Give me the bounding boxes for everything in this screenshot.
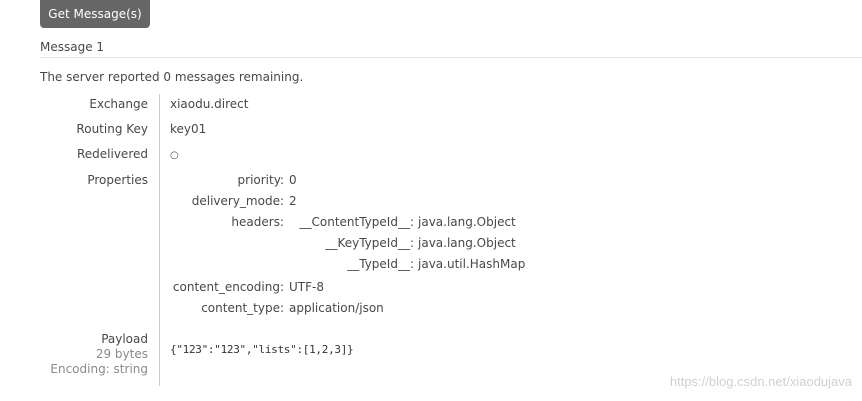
exchange-label: Exchange	[89, 97, 148, 111]
server-summary: The server reported 0 messages remaining…	[40, 70, 303, 84]
payload-content: {"123":"123","lists":[1,2,3]}	[170, 343, 354, 356]
property-content-type-value: application/json	[289, 301, 384, 315]
get-messages-button[interactable]: Get Message(s)	[40, 0, 150, 28]
property-headers-key: headers:	[231, 215, 284, 229]
payload-label: Payload	[101, 332, 148, 346]
property-content-type-key: content_type:	[201, 301, 284, 315]
routing-key-value: key01	[170, 122, 207, 136]
property-priority-value: 0	[289, 173, 297, 187]
summary-suffix: messages remaining.	[171, 70, 304, 84]
redelivered-label: Redelivered	[76, 147, 148, 161]
header-type-id-value: java.util.HashMap	[418, 257, 526, 271]
header-key-type-id-key: __KeyTypeId__:	[325, 236, 414, 250]
header-type-id-key: __TypeId__:	[347, 257, 414, 271]
message-title: Message 1	[40, 40, 105, 54]
header-content-type-id-key: __ContentTypeId__:	[299, 215, 415, 229]
payload-encoding: Encoding: string	[50, 362, 148, 376]
property-content-encoding-key: content_encoding:	[172, 280, 284, 294]
header-key-type-id-value: java.lang.Object	[418, 236, 516, 250]
summary-prefix: The server reported	[40, 70, 164, 84]
field-separator-line	[159, 94, 160, 386]
exchange-value: xiaodu.direct	[170, 97, 249, 111]
property-delivery-mode-value: 2	[289, 194, 297, 208]
payload-size: 29 bytes	[95, 347, 148, 361]
property-priority-key: priority:	[237, 173, 284, 187]
property-content-encoding-value: UTF-8	[289, 280, 324, 294]
redelivered-icon: ○	[170, 150, 179, 161]
property-delivery-mode-key: delivery_mode:	[191, 194, 284, 208]
summary-count: 0	[163, 70, 172, 84]
message-divider	[40, 57, 862, 58]
watermark: https://blog.csdn.net/xiaodujava	[669, 374, 852, 389]
header-content-type-id-value: java.lang.Object	[418, 215, 516, 229]
properties-label: Properties	[87, 173, 148, 187]
routing-key-label: Routing Key	[76, 122, 148, 136]
